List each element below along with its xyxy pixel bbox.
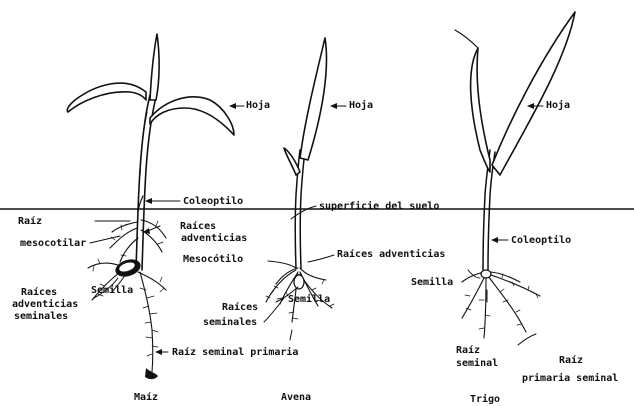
label-hoja-wheat: Hoja [546,100,570,111]
wheat-leaf-left [471,48,490,172]
label-raices-sem-oat-1: Raíces [222,302,258,313]
caption-wheat: Trigo [463,394,507,405]
label-raices-sem-oat-2: seminales [203,317,257,328]
label-raiz-seminal-wheat-1: Raíz [456,345,480,356]
wheat-plant [455,12,575,338]
label-coleoptilo-maize: Coleoptilo [183,196,243,207]
label-hoja-maize: Hoja [246,100,270,111]
label-soil-surface: superficie del suelo [319,201,439,212]
leader-lines [90,106,543,352]
maize-leaf-top [150,34,159,100]
oat-leaf-side [284,148,300,175]
label-raices-sem-maize-2: adventicias [12,299,78,310]
label-semilla-maize: Semilla [91,285,133,296]
maize-leaf-right [150,97,234,135]
caption-maize: Maíz [126,392,166,403]
wheat-leaf-right [492,12,575,175]
label-raiz-primaria-wheat-2: primaria seminal [522,373,618,384]
oat-plant [266,38,334,322]
label-semilla-wheat: Semilla [411,277,453,288]
label-raices-adv-oat: Raíces adventicias [337,249,445,260]
label-semilla-oat: Semilla [288,294,330,305]
label-raiz-seminal-primaria: Raíz seminal primaria [172,347,298,358]
label-raices-adv-maize-2: adventicias [181,233,247,244]
label-raices-sem-maize-1: Raíces [21,287,57,298]
oat-leaf-main [300,38,326,160]
label-mesocotilo: Mesocótilo [183,254,243,265]
oat-seed [294,275,304,289]
label-raiz-mesocotilar-2: mesocotilar [20,238,86,249]
label-raices-sem-maize-3: seminales [14,311,68,322]
label-raiz-primaria-wheat-1: Raíz [559,355,583,366]
caption-oat: Avena [271,392,321,403]
label-raiz-mesocotilar-1: Raíz [18,216,42,227]
wheat-seed [481,270,491,278]
maize-leaf-left [67,83,146,112]
label-hoja-oat: Hoja [349,100,373,111]
label-raiz-seminal-wheat-2: seminal [456,358,498,369]
label-raices-adv-maize-1: Raíces [180,221,216,232]
label-coleoptilo-wheat: Coleoptilo [511,235,571,246]
